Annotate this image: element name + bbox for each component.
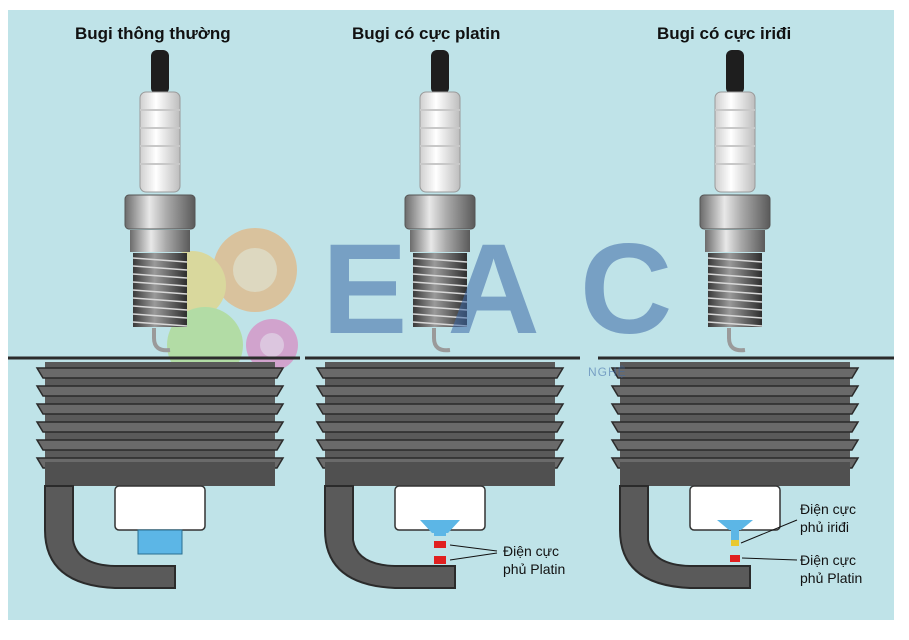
plug-thread-line	[132, 257, 188, 263]
plug-thread-line	[707, 313, 763, 319]
engine-block-icon	[8, 356, 300, 589]
block-fin	[610, 403, 860, 415]
plug-thread-line	[412, 289, 468, 295]
block-fin	[35, 367, 285, 379]
plug-thread-line	[412, 313, 468, 319]
panel-title-platinum: Bugi có cực platin	[352, 24, 501, 43]
plug-thread-line	[707, 273, 763, 279]
block-chamber-wall	[44, 485, 176, 589]
plug-thread-line	[707, 265, 763, 271]
plug-insulator	[139, 91, 181, 193]
spark-plug-icon	[124, 50, 196, 353]
watermark-tagline: NGHỆ	[588, 365, 627, 379]
plug-terminal	[151, 50, 169, 94]
plug-insulator	[419, 91, 461, 193]
block-base	[45, 462, 275, 486]
plug-hex-nut	[404, 194, 476, 230]
plug-thread-line	[707, 297, 763, 303]
block-fin	[35, 439, 285, 451]
plug-thread-line	[707, 305, 763, 311]
block-base	[620, 462, 850, 486]
platinum-tip-center	[434, 541, 446, 548]
plug-hex-nut	[699, 194, 771, 230]
iridium-platinum-label-line1: Điện cực	[800, 552, 857, 568]
plug-thread-line	[132, 281, 188, 287]
block-fin	[35, 403, 285, 415]
block-fin	[315, 367, 565, 379]
watermark-letters: EAC	[322, 218, 713, 361]
block-fin	[315, 421, 565, 433]
spark-plug-icon	[699, 50, 771, 353]
block-fin	[35, 421, 285, 433]
engine-block-icon	[598, 356, 894, 589]
center-electrode	[434, 520, 446, 536]
plug-thread-line	[707, 289, 763, 295]
platinum-electrode-label-line1: Điện cực	[503, 543, 560, 559]
block-fin	[610, 385, 860, 397]
plug-thread-line	[132, 273, 188, 279]
plug-insulator	[714, 91, 756, 193]
plug-thread-line	[132, 305, 188, 311]
block-base	[325, 462, 555, 486]
leader-line	[449, 552, 498, 561]
leader-line	[449, 544, 498, 552]
plug-terminal	[726, 50, 744, 94]
plug-thread-line	[412, 305, 468, 311]
block-fin	[315, 439, 565, 451]
plug-thread-line	[412, 297, 468, 303]
plug-thread-line	[412, 265, 468, 271]
platinum-tip-ground	[730, 555, 740, 562]
platinum-tip-ground	[434, 556, 446, 564]
center-electrode	[731, 520, 739, 540]
iridium-electrode-label-line1: Điện cực	[800, 501, 857, 517]
plug-thread-line	[707, 321, 763, 327]
plug-thread-line	[412, 257, 468, 263]
iridium-tip	[731, 540, 739, 546]
plug-collar	[705, 230, 765, 252]
insulator-nose	[114, 485, 206, 531]
plug-ground-electrode	[152, 328, 171, 353]
plug-thread-line	[132, 265, 188, 271]
plug-ground-electrode	[727, 328, 746, 353]
plug-thread-line	[412, 321, 468, 327]
plug-hex-nut	[124, 194, 196, 230]
plug-thread-line	[412, 281, 468, 287]
plug-thread-line	[132, 297, 188, 303]
block-fin	[315, 385, 565, 397]
block-fin	[315, 403, 565, 415]
center-electrode	[137, 529, 183, 555]
platinum-electrode-label-line2: phủ Platin	[503, 561, 566, 577]
panel-title-iridium: Bugi có cực iriđi	[657, 24, 792, 43]
plug-thread-line	[132, 289, 188, 295]
plug-thread-line	[132, 313, 188, 319]
leader-line	[741, 557, 798, 561]
spark-plug-icon	[404, 50, 476, 353]
engine-block-icon	[305, 356, 580, 589]
iridium-platinum-label-line2: phủ Platin	[800, 570, 863, 586]
panel-title-plain: Bugi thông thường	[75, 24, 231, 43]
block-fin	[610, 439, 860, 451]
plug-thread-line	[132, 321, 188, 327]
block-chamber-wall	[619, 485, 751, 589]
block-fin	[35, 385, 285, 397]
leader-line	[740, 519, 798, 544]
iridium-electrode-label-line2: phủ iriđi	[800, 519, 850, 535]
block-fin	[610, 367, 860, 379]
plug-collar	[410, 230, 470, 252]
block-chamber-wall	[324, 485, 456, 589]
plug-ground-electrode	[432, 328, 451, 353]
plug-thread-line	[707, 281, 763, 287]
plug-terminal	[431, 50, 449, 94]
block-fin	[610, 421, 860, 433]
plug-collar	[130, 230, 190, 252]
plug-thread-line	[412, 273, 468, 279]
plug-thread-line	[707, 257, 763, 263]
